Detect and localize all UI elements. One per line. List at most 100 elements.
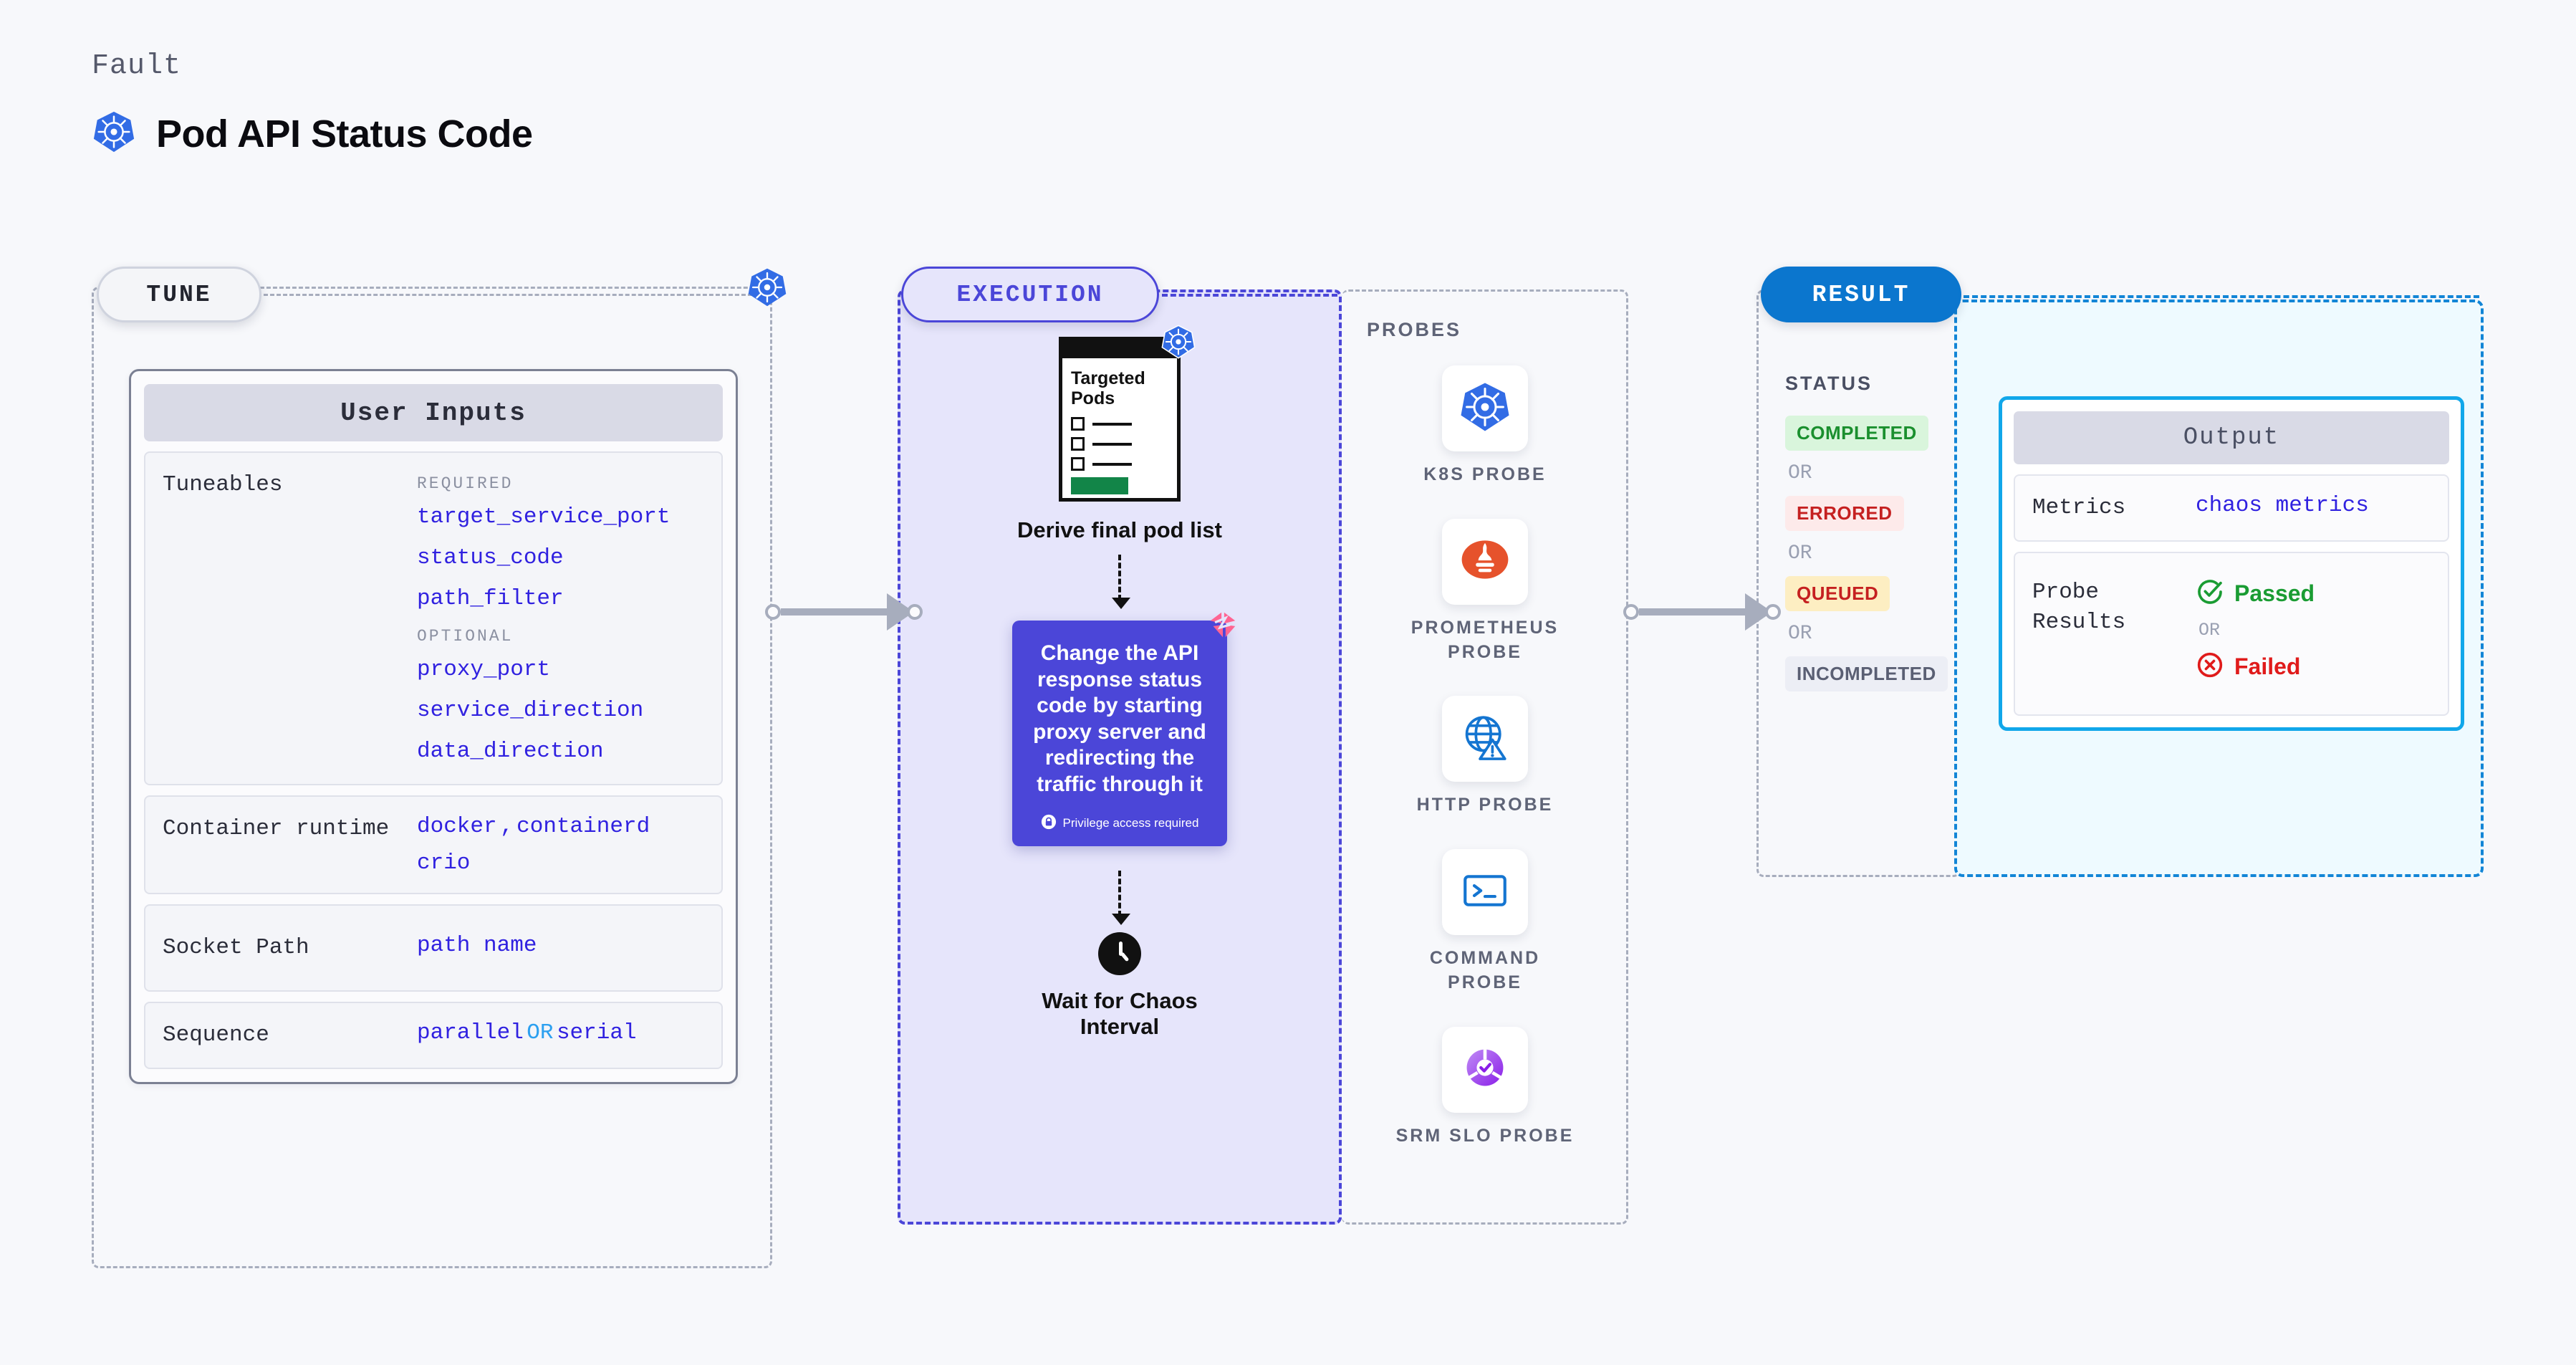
socket-path-values: path name: [417, 933, 704, 963]
probe-label: SRM SLO PROBE: [1395, 1125, 1575, 1146]
probe-item-http[interactable]: HTTP PROBE: [1392, 696, 1578, 818]
checkbox-icon: [1071, 457, 1085, 471]
status-or-2: OR: [1788, 542, 1812, 565]
probe-result-or: OR: [2198, 619, 2221, 641]
pod-progress-bar: [1071, 477, 1128, 494]
tuneable-status-code[interactable]: status_code: [417, 545, 564, 570]
flow-arrow-down-icon: [1112, 870, 1130, 925]
runtime-docker[interactable]: docker: [417, 814, 497, 839]
checkbox-icon: [1071, 417, 1085, 431]
sequence-values: parallel OR serial: [417, 1020, 704, 1050]
output-title: Output: [2014, 411, 2449, 464]
tuneable-proxy-port[interactable]: proxy_port: [417, 657, 551, 682]
status-or-3: OR: [1788, 623, 1812, 645]
runtime-containerd[interactable]: containerd: [516, 814, 650, 839]
row-label-tuneables: Tuneables: [163, 472, 283, 497]
targeted-pods-card: Targeted Pods: [1059, 337, 1181, 502]
targeted-pods-title: Targeted Pods: [1071, 368, 1145, 408]
execution-column: Targeted Pods: [898, 325, 1342, 1040]
flow-arrow-down-icon: [1112, 555, 1130, 609]
page-header: Fault Pod API Status Code: [92, 50, 533, 158]
row-label-sequence: Sequence: [163, 1022, 269, 1048]
tune-lead-line: [264, 294, 765, 296]
tuneable-service-direction[interactable]: service_direction: [417, 698, 644, 723]
terminal-icon: [1458, 864, 1512, 921]
prometheus-icon: [1458, 533, 1512, 590]
pod-list-item: [1071, 437, 1168, 451]
checkbox-icon: [1071, 437, 1085, 451]
container-runtime-values: docker , containerd crio: [417, 814, 704, 876]
placeholder-line: [1092, 442, 1132, 446]
wait-icon-wrap: [1098, 931, 1141, 975]
sequence-serial[interactable]: serial: [556, 1020, 637, 1045]
socket-path-value[interactable]: path name: [417, 933, 537, 958]
runtime-crio[interactable]: crio: [417, 851, 471, 876]
probes-title: PROBES: [1367, 319, 1462, 340]
probe-result-passed: Passed: [2196, 578, 2315, 610]
probe-label: K8S PROBE: [1423, 464, 1547, 484]
result-lead-line: [1964, 295, 2479, 298]
tuneables-row: Tuneables REQUIRED target_service_port s…: [144, 451, 723, 785]
status-badge-queued: QUEUED: [1785, 576, 1890, 611]
placeholder-line: [1092, 422, 1132, 426]
output-metrics-value-wrap: chaos metrics: [2196, 493, 2369, 518]
tune-stage-frame: [92, 287, 772, 1268]
pod-list-item: [1071, 457, 1168, 471]
runtime-separator: ,: [500, 814, 514, 839]
status-list: COMPLETED OR ERRORED OR QUEUED OR INCOMP…: [1785, 416, 1964, 691]
check-circle-icon: [2196, 578, 2224, 610]
clock-icon: [1098, 931, 1141, 975]
output-probe-results-label: Probe Results: [2032, 579, 2126, 635]
probe-label: COMMAND PROBE: [1429, 948, 1541, 992]
output-probe-results-values: Passed OR Failed: [2196, 578, 2315, 683]
connector-line: [781, 608, 888, 616]
connector-line: [1639, 608, 1746, 616]
litmus-logo-icon: [1206, 608, 1239, 645]
placeholder-line: [1092, 462, 1132, 466]
socket-path-row: Socket Path path name: [144, 904, 723, 992]
row-label-socket-path: Socket Path: [163, 935, 309, 960]
row-label-container-runtime: Container runtime: [163, 816, 390, 841]
connector-start-dot: [765, 604, 781, 620]
container-runtime-row: Container runtime docker , containerd cr…: [144, 795, 723, 894]
required-heading: REQUIRED: [417, 474, 514, 493]
tuneable-target-service-port[interactable]: target_service_port: [417, 504, 671, 530]
privilege-note: Privilege access required: [1028, 814, 1211, 833]
probe-item-k8s[interactable]: K8S PROBE: [1392, 365, 1578, 487]
probe-label: PROMETHEUS PROBE: [1410, 617, 1559, 662]
output-metrics-value[interactable]: chaos metrics: [2196, 493, 2369, 518]
probe-tile: [1442, 1026, 1528, 1113]
kubernetes-icon: [746, 267, 788, 312]
status-or-1: OR: [1788, 462, 1812, 484]
connector-end-dot: [907, 604, 923, 620]
kubernetes-icon: [1160, 324, 1196, 363]
probe-tile: [1442, 696, 1528, 782]
pod-list-item: [1071, 417, 1168, 431]
targeted-pods-wrapper: Targeted Pods: [1059, 325, 1196, 502]
probe-item-srm-slo[interactable]: SRM SLO PROBE: [1392, 1026, 1578, 1149]
user-inputs-title: User Inputs: [144, 384, 723, 441]
stage-pill-execution[interactable]: EXECUTION: [901, 267, 1159, 322]
probe-result-failed: Failed: [2196, 651, 2315, 683]
probes-list: K8S PROBE PROMETHEUS PROBE: [1342, 365, 1628, 1148]
stage-pill-tune[interactable]: TUNE: [97, 267, 261, 322]
output-card: Output Metrics chaos metrics Probe Resul…: [1999, 396, 2464, 731]
tuneable-path-filter[interactable]: path_filter: [417, 586, 564, 611]
probe-tile: [1442, 518, 1528, 605]
status-badge-errored: ERRORED: [1785, 496, 1904, 531]
sequence-parallel[interactable]: parallel: [417, 1020, 524, 1045]
status-badge-incompleted: INCOMPLETED: [1785, 656, 1948, 691]
probe-item-command[interactable]: COMMAND PROBE: [1392, 849, 1578, 995]
srm-slo-donut-check-icon: [1458, 1041, 1512, 1098]
connector-start-dot: [1623, 604, 1639, 620]
sequence-row: Sequence parallel OR serial: [144, 1001, 723, 1069]
derive-pod-list-caption: Derive final pod list: [1017, 517, 1222, 542]
probe-label: HTTP PROBE: [1416, 795, 1554, 815]
tuneable-data-direction[interactable]: data_direction: [417, 739, 604, 764]
probe-failed-text: Failed: [2234, 653, 2301, 679]
output-probe-results-row: Probe Results Passed OR: [2014, 551, 2449, 716]
probe-passed-text: Passed: [2234, 580, 2315, 606]
status-badge-completed: COMPLETED: [1785, 416, 1928, 451]
stage-pill-result[interactable]: RESULT: [1761, 267, 1961, 322]
probe-item-prometheus[interactable]: PROMETHEUS PROBE: [1392, 518, 1578, 665]
